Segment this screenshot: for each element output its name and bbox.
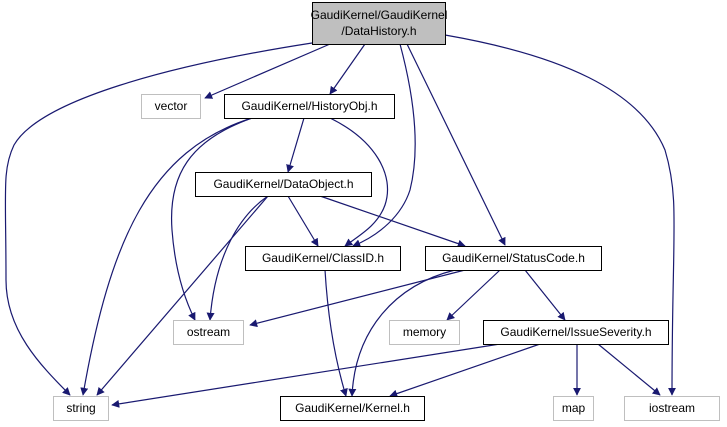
edge-root-to-statuscode: [406, 43, 506, 246]
node-label-historyobj: GaudiKernel/HistoryObj.h: [241, 99, 377, 113]
node-statuscode[interactable]: GaudiKernel/StatusCode.h: [425, 246, 602, 271]
node-box-issueseverity: [483, 320, 669, 345]
edge-historyobj-to-dataobject: [286, 117, 305, 173]
node-box-root: [312, 2, 446, 45]
edge-historyobj-to-string: [80, 117, 253, 396]
node-classid[interactable]: GaudiKernel/ClassID.h: [245, 246, 401, 271]
node-label-kernel: GaudiKernel/Kernel.h: [295, 401, 410, 415]
node-box-iostream: [624, 396, 720, 421]
edge-dataobject-to-statuscode: [319, 195, 466, 248]
node-historyobj[interactable]: GaudiKernel/HistoryObj.h: [224, 94, 395, 119]
node-box-classid: [245, 246, 401, 271]
node-box-memory: [389, 320, 460, 345]
node-label-dataobject: GaudiKernel/DataObject.h: [213, 177, 353, 191]
node-issueseverity[interactable]: GaudiKernel/IssueSeverity.h: [483, 320, 669, 345]
edge-dataobject-to-string: [96, 195, 269, 396]
node-string: string: [53, 396, 109, 421]
node-box-string: [53, 396, 109, 421]
edge-statuscode-to-kernel: [348, 269, 456, 397]
node-label-root-0: GaudiKernel/GaudiKernel: [311, 8, 448, 22]
edge-issueseverity-to-string: [111, 343, 501, 408]
node-label-vector: vector: [155, 99, 188, 113]
edge-root-to-historyobj: [329, 43, 366, 95]
edge-statuscode-to-issueseverity: [524, 269, 566, 321]
edge-classid-to-kernel: [324, 269, 348, 397]
node-memory: memory: [389, 320, 460, 345]
node-label-memory: memory: [403, 325, 446, 339]
node-box-vector: [141, 94, 201, 119]
edge-root-to-classid: [352, 43, 416, 247]
node-label-map: map: [562, 401, 586, 415]
node-label-issueseverity: GaudiKernel/IssueSeverity.h: [500, 325, 651, 339]
edge-root-to-vector: [204, 43, 331, 99]
node-vector: vector: [141, 94, 201, 119]
node-label-classid: GaudiKernel/ClassID.h: [262, 251, 384, 265]
node-box-dataobject: [195, 172, 372, 197]
node-map: map: [553, 396, 594, 421]
node-box-map: [553, 396, 594, 421]
node-dataobject[interactable]: GaudiKernel/DataObject.h: [195, 172, 372, 197]
edge-statuscode-to-memory: [446, 269, 501, 321]
edge-historyobj-to-classid: [329, 117, 389, 247]
edge-root-to-string: [4, 42, 313, 396]
node-box-ostream: [173, 320, 244, 345]
node-label-string: string: [66, 401, 95, 415]
node-label-statuscode: GaudiKernel/StatusCode.h: [442, 251, 585, 265]
node-ostream: ostream: [173, 320, 244, 345]
nodes-layer: GaudiKernel/GaudiKernel/DataHistory.h vec…: [53, 2, 720, 421]
edge-issueseverity-to-kernel: [389, 343, 541, 398]
edges-layer: [4, 34, 677, 408]
node-root[interactable]: GaudiKernel/GaudiKernel/DataHistory.h: [311, 2, 448, 45]
edge-statuscode-to-ostream: [249, 269, 466, 328]
edge-dataobject-to-ostream: [206, 195, 269, 321]
node-label-iostream: iostream: [649, 401, 695, 415]
node-label-root-1: /DataHistory.h: [341, 24, 416, 38]
edge-issueseverity-to-iostream: [597, 343, 661, 396]
node-iostream: iostream: [624, 396, 720, 421]
edge-dataobject-to-classid: [287, 195, 319, 247]
node-box-kernel: [280, 396, 425, 421]
node-label-ostream: ostream: [187, 325, 230, 339]
edge-root-to-iostream: [444, 34, 677, 396]
node-kernel[interactable]: GaudiKernel/Kernel.h: [280, 396, 425, 421]
node-box-historyobj: [224, 94, 395, 119]
edge-historyobj-to-ostream: [170, 117, 253, 321]
node-box-statuscode: [425, 246, 602, 271]
